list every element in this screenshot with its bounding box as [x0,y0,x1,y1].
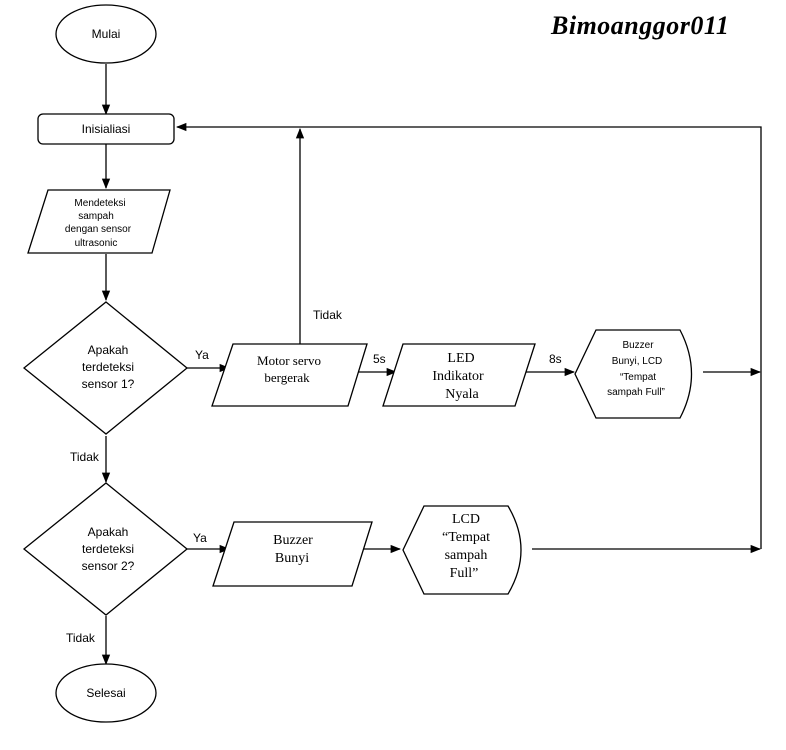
servo-line-2: bergerak [264,370,310,385]
decision2-line-2: terdeteksi [82,542,134,556]
lcd2-line-4: Full” [450,566,479,581]
edge-label-5s: 5s [373,352,386,366]
led-line-1: LED [447,351,474,366]
decision1-line-3: sensor 1? [82,377,135,391]
start-label: Mulai [92,27,121,41]
end-terminator [55,663,157,723]
buzzer-lcd-line-4: sampah Full” [607,387,665,398]
end-node: Selesai [55,663,157,723]
led-line-3: Nyala [445,387,479,402]
detect-line-1: Mendeteksi [74,198,125,209]
detect-io-box [27,189,171,254]
edge-label-ya1: Ya [195,348,209,362]
buzzer-lcd-line-1: Buzzer [622,340,654,351]
lcd2-line-1: LCD [452,512,480,527]
lcd2-line-3: sampah [445,548,488,563]
start-node: Mulai [55,4,157,64]
decision2-line-1: Apakah [88,525,129,539]
decision1-diamond [22,301,189,435]
decision2-line-3: sensor 2? [82,559,135,573]
init-node: Inisialiasi [37,113,175,145]
edge-label-tidak2: Tidak [66,631,96,645]
decision1-line-1: Apakah [88,343,129,357]
buzzer-lcd-display-shape [574,329,693,419]
detect-line-3: dengan sensor [65,224,132,235]
detect-node: Mendeteksi sampah dengan sensor ultrason… [27,189,171,254]
buzzer2-node: Buzzer Bunyi [212,521,373,587]
buzzer2-line-1: Buzzer [273,533,313,548]
servo-node: Motor servo bergerak [211,343,368,407]
buzzer-lcd-line-3: “Tempat [620,372,656,383]
edge-label-tidak-servo: Tidak [313,308,343,322]
lcd2-node: LCD “Tempat sampah Full” [402,505,522,595]
connectors [101,64,762,666]
buzzer-lcd-node: Buzzer Bunyi, LCD “Tempat sampah Full” [574,329,693,419]
watermark-text: Bimoanggor011 [550,11,729,40]
init-label: Inisialiasi [82,122,131,136]
lcd2-display-shape [402,505,522,595]
decision1-line-2: terdeteksi [82,360,134,374]
detect-line-2: sampah [78,211,114,222]
decision2-diamond [22,482,189,616]
edge-return-init [175,122,762,549]
led-node: LED Indikator Nyala [382,343,536,407]
servo-line-1: Motor servo [257,353,321,368]
edge-label-tidak1: Tidak [70,450,100,464]
lcd2-line-2: “Tempat [442,530,490,545]
edge-labels: Ya Ya Tidak Tidak Tidak 5s 8s [66,308,562,645]
edge-label-ya2: Ya [193,531,207,545]
init-process-box [37,113,175,145]
led-io-box [382,343,536,407]
decision1-node: Apakah terdeteksi sensor 1? [22,301,189,435]
start-terminator [55,4,157,64]
end-label: Selesai [86,686,125,700]
buzzer-lcd-line-2: Bunyi, LCD [612,356,663,367]
servo-io-box [211,343,368,407]
buzzer2-io-box [212,521,373,587]
buzzer2-line-2: Bunyi [275,551,309,566]
led-line-2: Indikator [432,369,484,384]
detect-line-4: ultrasonic [75,238,118,249]
edge-label-8s: 8s [549,352,562,366]
decision2-node: Apakah terdeteksi sensor 2? [22,482,189,616]
